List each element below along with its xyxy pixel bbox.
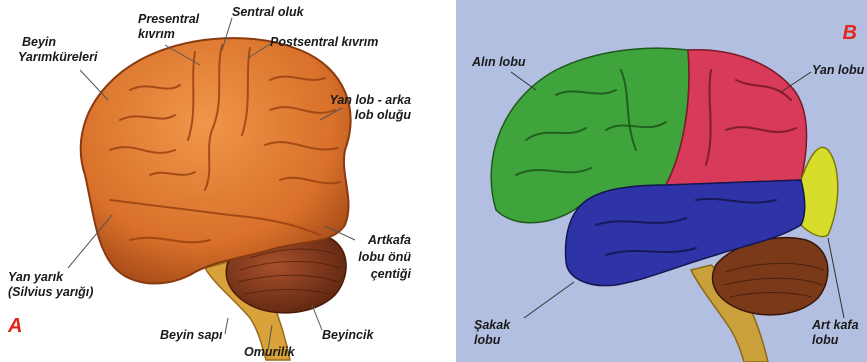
label-presentral-1: Presentral xyxy=(138,12,199,27)
label-sentral-oluk: Sentral oluk xyxy=(232,5,304,20)
label-alin-lobu: Alın lobu xyxy=(472,55,525,70)
label-artkafa-3: çentiği xyxy=(371,267,411,282)
label-sakak-lobu-1: Şakak xyxy=(474,318,510,333)
label-beyin-yarimkureleri-2: Yarımküreleri xyxy=(18,50,97,65)
label-beyin-yarimkureleri-1: Beyin xyxy=(22,35,56,50)
label-sakak-lobu-2: lobu xyxy=(474,333,500,348)
label-yan-lob-1: Yan lob - arka xyxy=(329,93,411,108)
panel-b-brain-lobes: B Alın lobu Yan lobu Şakak lobu Art kafa… xyxy=(456,0,867,362)
label-presentral-2: kıvrım xyxy=(138,27,175,42)
label-omurilik: Omurilik xyxy=(244,345,295,360)
label-yan-yarik-1: Yan yarık xyxy=(8,270,63,285)
label-postsentral-kivrim: Postsentral kıvrım xyxy=(270,35,378,50)
label-beyin-sapi: Beyin sapı xyxy=(160,328,223,343)
label-beyincik: Beyincik xyxy=(322,328,373,343)
label-yan-lobu: Yan lobu xyxy=(812,63,864,78)
panel-a-lateral-brain: Beyin Yarımküreleri Presentral kıvrım Se… xyxy=(0,0,437,362)
label-artkafa-1: Artkafa xyxy=(368,233,411,248)
label-artkafa-2: lobu önü xyxy=(358,250,411,265)
label-yan-yarik-2: (Silvius yarığı) xyxy=(8,285,93,300)
label-art-kafa-lobu-2: lobu xyxy=(812,333,838,348)
panel-letter-a: A xyxy=(8,315,22,338)
label-yan-lob-2: lob oluğu xyxy=(355,108,411,123)
panel-letter-b: B xyxy=(843,22,857,45)
label-art-kafa-lobu-1: Art kafa xyxy=(812,318,859,333)
occipital-lobe-shape xyxy=(801,147,838,236)
